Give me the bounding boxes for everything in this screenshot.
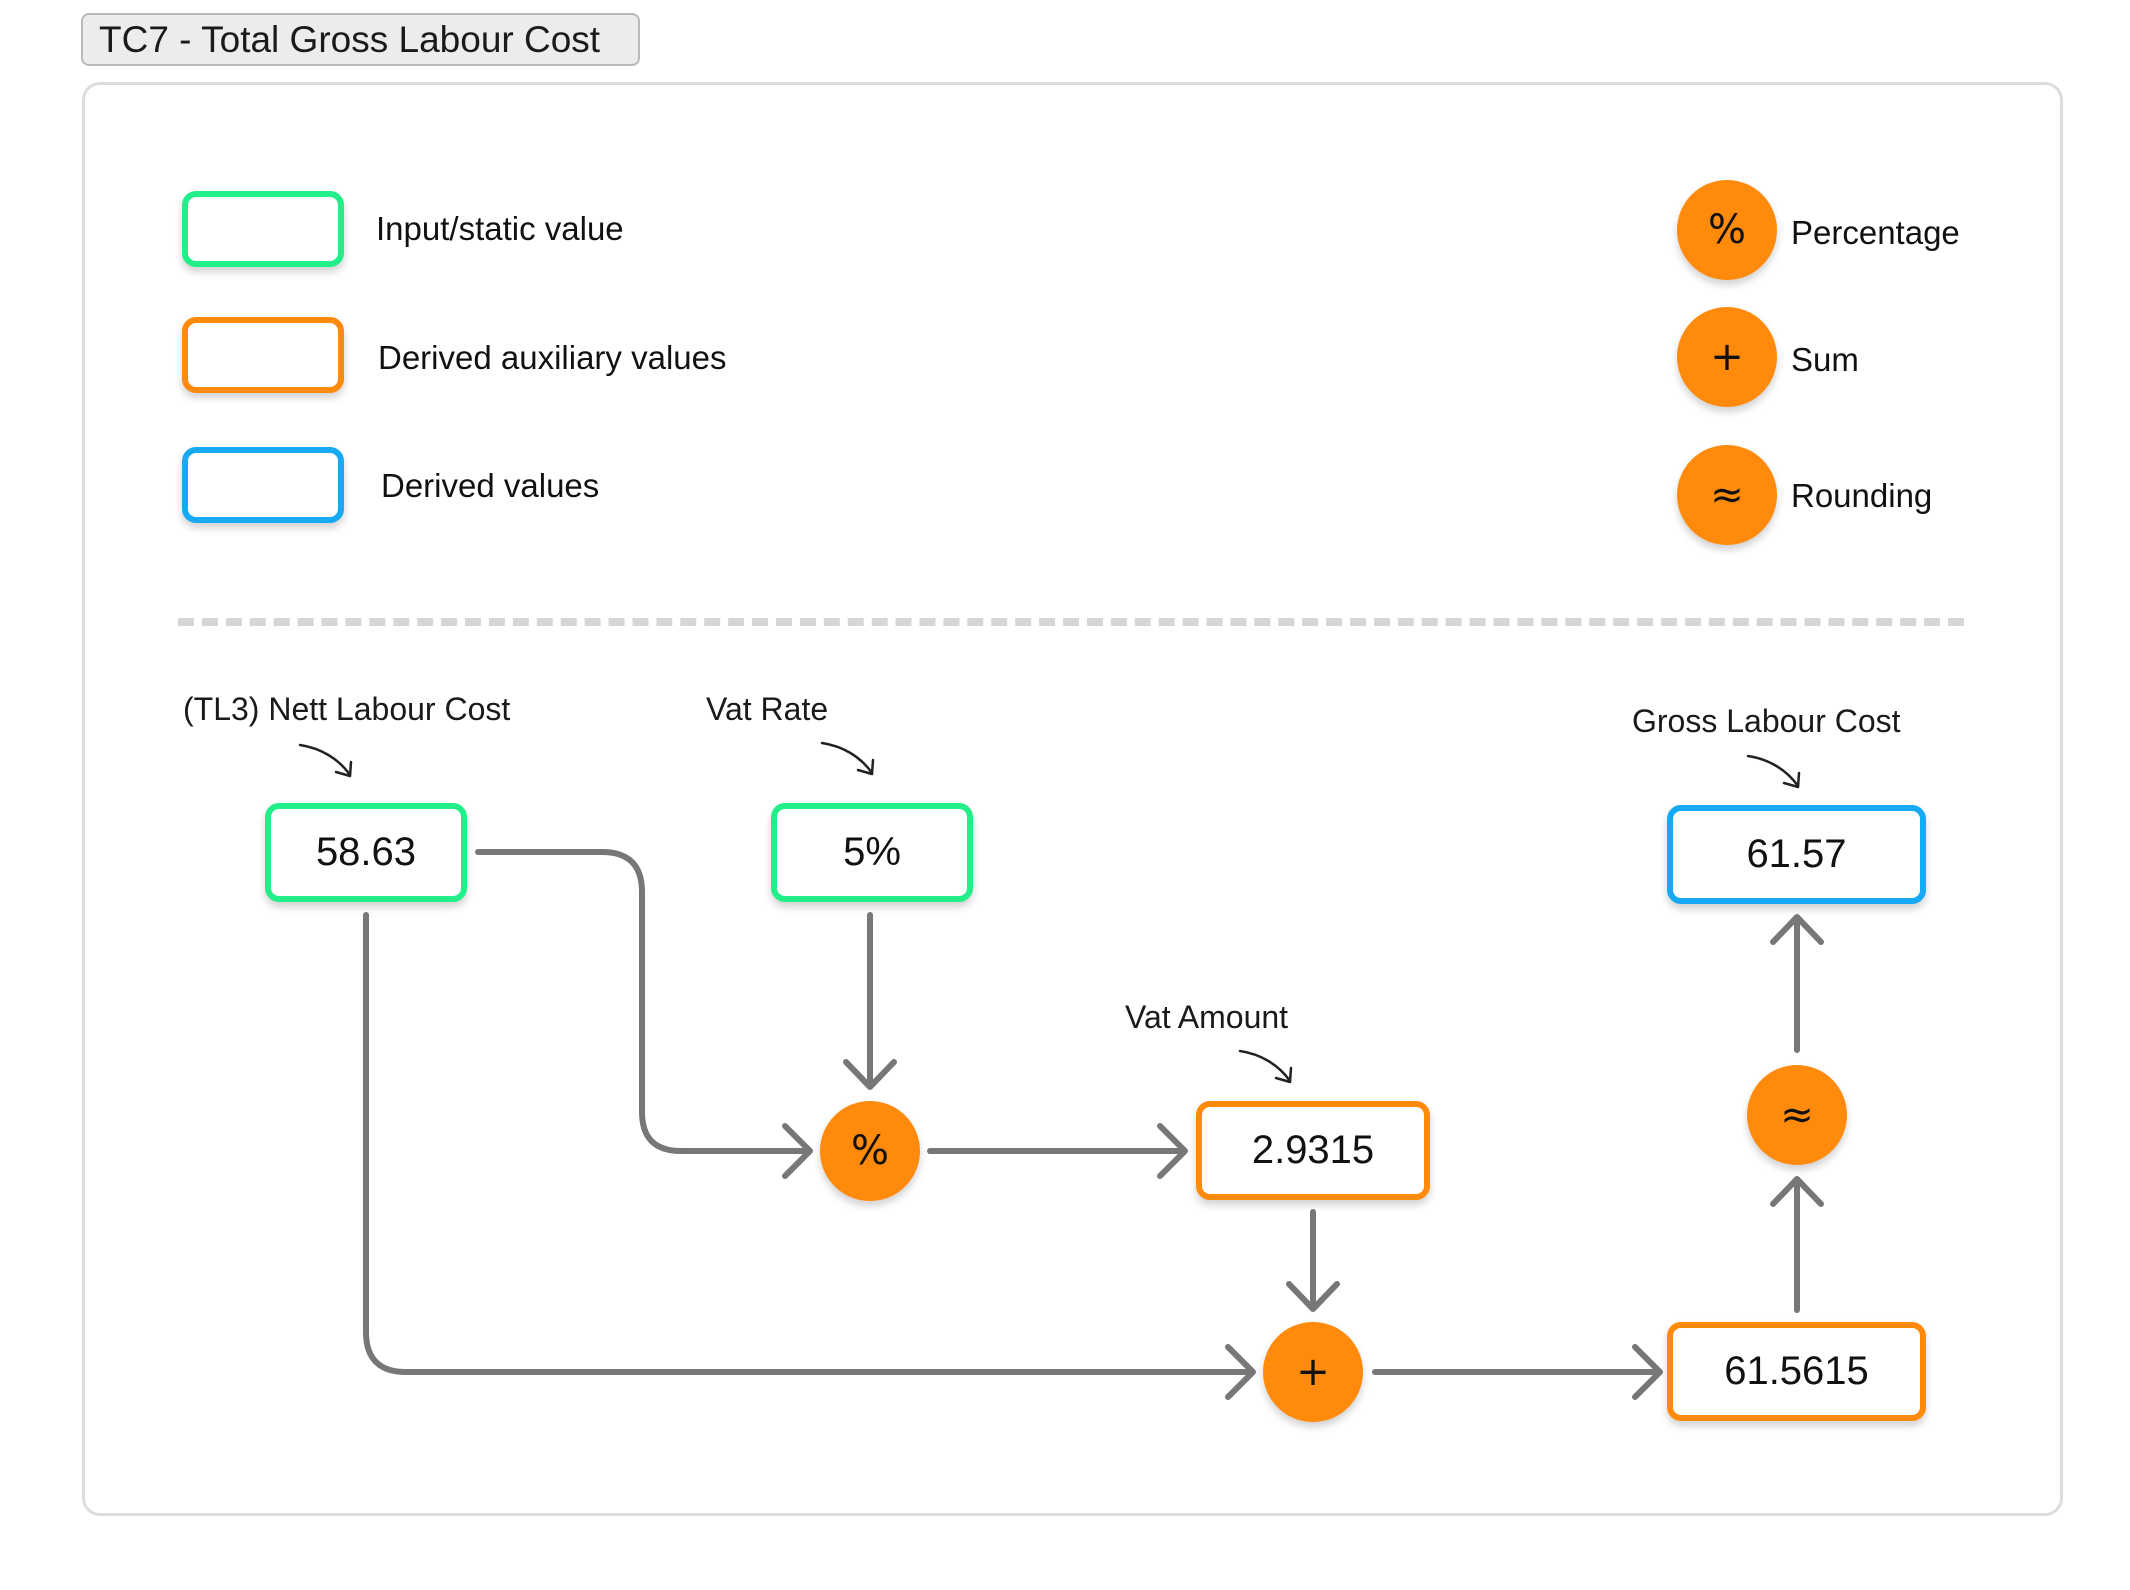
- legend-label-derived: Derived values: [381, 467, 600, 504]
- node-vat-rate: 5%: [771, 803, 973, 902]
- arrowhead-rounding-in: [1770, 1176, 1824, 1207]
- legend-swatch-derived: [182, 447, 344, 523]
- operator-percentage: %: [820, 1101, 920, 1201]
- pointer-arrow-rate: [820, 741, 874, 775]
- pointer-arrow-vat-amount: [1238, 1049, 1292, 1083]
- percent-icon: %: [1677, 180, 1777, 280]
- page-title: TC7 - Total Gross Labour Cost: [81, 13, 640, 66]
- arrowhead-gross-in: [1770, 914, 1824, 945]
- approx-icon: ≈: [1677, 445, 1777, 545]
- legend-label-auxiliary: Derived auxiliary values: [378, 339, 727, 376]
- operator-sum: +: [1263, 1322, 1363, 1422]
- pointer-arrow-gross: [1746, 754, 1800, 788]
- connector-nett-to-sum: [363, 912, 1251, 1375]
- node-sum-result: 61.5615: [1667, 1322, 1926, 1421]
- label-vat-amount: Vat Amount: [1125, 999, 1289, 1035]
- legend-label-input: Input/static value: [376, 210, 624, 247]
- legend-label-sum: Sum: [1791, 341, 1859, 378]
- node-gross-labour-cost: 61.57: [1667, 805, 1926, 904]
- label-nett-labour-cost: (TL3) Nett Labour Cost: [183, 691, 511, 727]
- pointer-arrow-nett: [298, 743, 352, 777]
- arrowhead-percent-in-top: [843, 1059, 897, 1090]
- page-title-text: TC7 - Total Gross Labour Cost: [99, 18, 601, 60]
- legend-swatch-auxiliary: [182, 317, 344, 393]
- arrowhead-sum-in-top: [1286, 1281, 1340, 1312]
- pointer-arrowhead-nett: [334, 760, 353, 778]
- label-gross-labour-cost: Gross Labour Cost: [1632, 703, 1901, 739]
- pointer-arrowhead-gross: [1782, 771, 1801, 789]
- arrowhead-result-in: [1632, 1344, 1663, 1400]
- arrowhead-vat-amount-in: [1157, 1123, 1188, 1179]
- operator-rounding: ≈: [1747, 1065, 1847, 1165]
- legend-label-rounding: Rounding: [1791, 477, 1933, 514]
- arrowhead-sum-in-left: [1225, 1344, 1256, 1400]
- pointer-arrowhead-rate: [856, 758, 875, 776]
- arrowhead-percent-in-left: [782, 1123, 813, 1179]
- legend-divider: [178, 618, 1964, 626]
- label-vat-rate: Vat Rate: [706, 691, 829, 727]
- plus-icon: +: [1677, 307, 1777, 407]
- legend-swatch-input: [182, 191, 344, 267]
- node-vat-amount: 2.9315: [1196, 1101, 1430, 1200]
- node-nett-labour-cost: 58.63: [265, 803, 467, 902]
- pointer-arrowhead-vat-amount: [1274, 1066, 1293, 1084]
- connector-nett-to-percent: [475, 849, 808, 1154]
- legend-label-percentage: Percentage: [1791, 214, 1960, 251]
